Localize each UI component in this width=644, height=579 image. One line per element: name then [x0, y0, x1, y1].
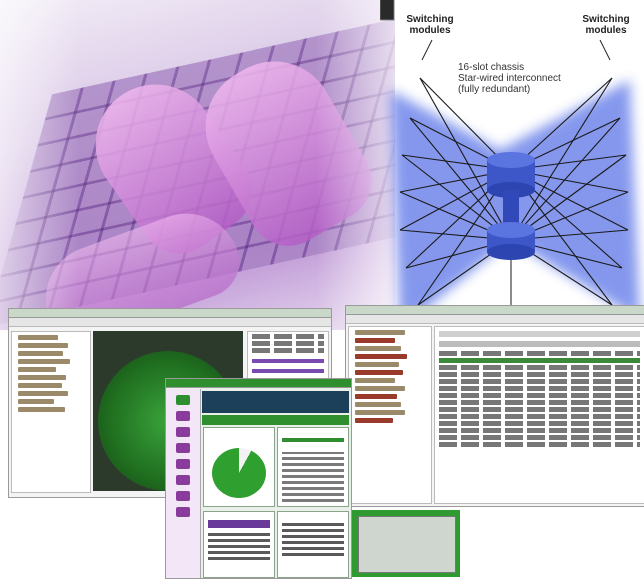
- dashboard-sidebar: [166, 389, 201, 578]
- hub-icon: [487, 152, 535, 260]
- green-band: [352, 510, 460, 577]
- pie-panel: [203, 427, 275, 507]
- server-icon: [379, 0, 395, 21]
- server-icon: [176, 395, 190, 405]
- tree-pane: [11, 331, 91, 493]
- diagram-svg: [379, 0, 640, 330]
- table-pane: [434, 326, 644, 504]
- app-screenshot-dashboard: [165, 378, 352, 579]
- keyboard-photo: [0, 0, 395, 330]
- bar-panel-1: [277, 427, 349, 507]
- bar-panel-2: [203, 511, 275, 578]
- switching-modules: [379, 0, 611, 61]
- tree-pane: [348, 326, 432, 504]
- app-screenshot-table: [345, 305, 644, 507]
- center-label: 16-slot chassis Star-wired interconnect …: [458, 62, 561, 95]
- bar-panel-3: [277, 511, 349, 578]
- dashboard-banner: [202, 391, 349, 413]
